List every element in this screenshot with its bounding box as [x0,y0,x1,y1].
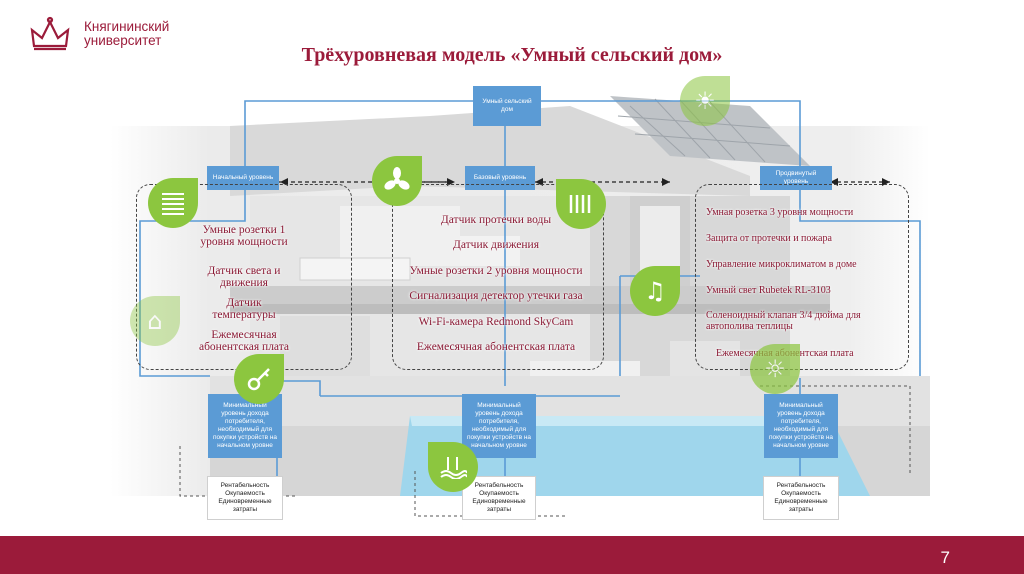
initial-item-2: Датчик света и движения [207,265,281,289]
metric-profitability: Рентабельность [776,482,826,489]
metric-payback: Окупаемость [781,490,821,497]
metric-profitability: Рентабельность [474,482,524,489]
key-icon [234,354,284,404]
basic-item-3: Умные розетки 2 уровня мощности [409,265,583,277]
basic-item-6: Ежемесячная абонентская плата [416,341,576,353]
swimming-ladder-icon: ☼ [750,344,800,394]
slide-title: Трёхуровневая модель «Умный сельский дом… [301,44,723,66]
basic-income-box: Минимальный уровень дохода потребителя, … [462,394,536,458]
basic-item-5: Wi-Fi-камера Redmond SkyCam [418,316,574,328]
basic-item-1: Датчик протечки воды [440,214,552,226]
metric-one-time-costs: Единовременные затраты [774,498,828,513]
metric-payback: Окупаемость [479,490,519,497]
initial-item-4: Ежемесячная абонентская плата [198,329,290,353]
basic-item-4: Сигнализация детектор утечки газа [409,290,583,302]
root-box: Умный сельский дом [473,86,541,126]
level-header-basic: Базовый уровень [465,166,535,190]
connector-lines [139,100,921,517]
advanced-metrics-box: Рентабельность Окупаемость Единовременны… [763,476,839,520]
university-name: Княгининский университет [84,20,169,48]
initial-item-1: Умные розетки 1 уровня мощности [200,224,288,248]
basic-item-2: Датчик движения [452,239,539,251]
university-crown-logo [30,16,70,51]
basic-level-group [392,184,604,370]
advanced-item-1: Умная розетка 3 уровня мощности [706,207,854,218]
fan-icon [372,156,422,206]
light-bulb-icon: ☀ [680,76,730,126]
advanced-item-4: Умный свет Rubetek RL-3103 [706,285,831,296]
advanced-item-3: Управление микроклиматом в доме [706,259,857,270]
level-header-initial: Начальный уровень [207,166,279,190]
metric-one-time-costs: Единовременные затраты [472,498,526,513]
metric-profitability: Рентабельность [220,482,270,489]
window-blinds-icon [148,178,198,228]
advanced-item-2: Защита от протечки и пожара [706,233,832,244]
metric-one-time-costs: Единовременные затраты [218,498,272,513]
initial-item-3: Датчик температуры [212,297,276,321]
initial-metrics-box: Рентабельность Окупаемость Единовременны… [207,476,283,520]
smart-home-diagram: Умный сельский дом Начальный уровень Баз… [110,76,930,526]
house-shield-icon: ⌂ [130,296,180,346]
footer-bar [0,536,1024,574]
basic-metrics-box: Рентабельность Окупаемость Единовременны… [462,476,536,520]
level-header-advanced: Продвинутый уровень [760,166,832,190]
page-number: 7 [940,548,950,567]
advanced-item-6: Ежемесячная абонентская плата [716,348,854,359]
university-name-line2: университет [84,33,162,48]
advanced-level-group [695,184,909,370]
pool-icon [428,442,478,492]
radiator-icon [556,179,606,229]
advanced-item-5: Соленоидный клапан 3/4 дюйма для автопол… [706,310,861,332]
university-name-line1: Княгининский [84,19,170,34]
metric-payback: Окупаемость [225,490,265,497]
initial-income-box: Минимальный уровень дохода потребителя, … [208,394,282,458]
music-note-icon: ♫ [630,266,680,316]
advanced-income-box: Минимальный уровень дохода потребителя, … [764,394,838,458]
